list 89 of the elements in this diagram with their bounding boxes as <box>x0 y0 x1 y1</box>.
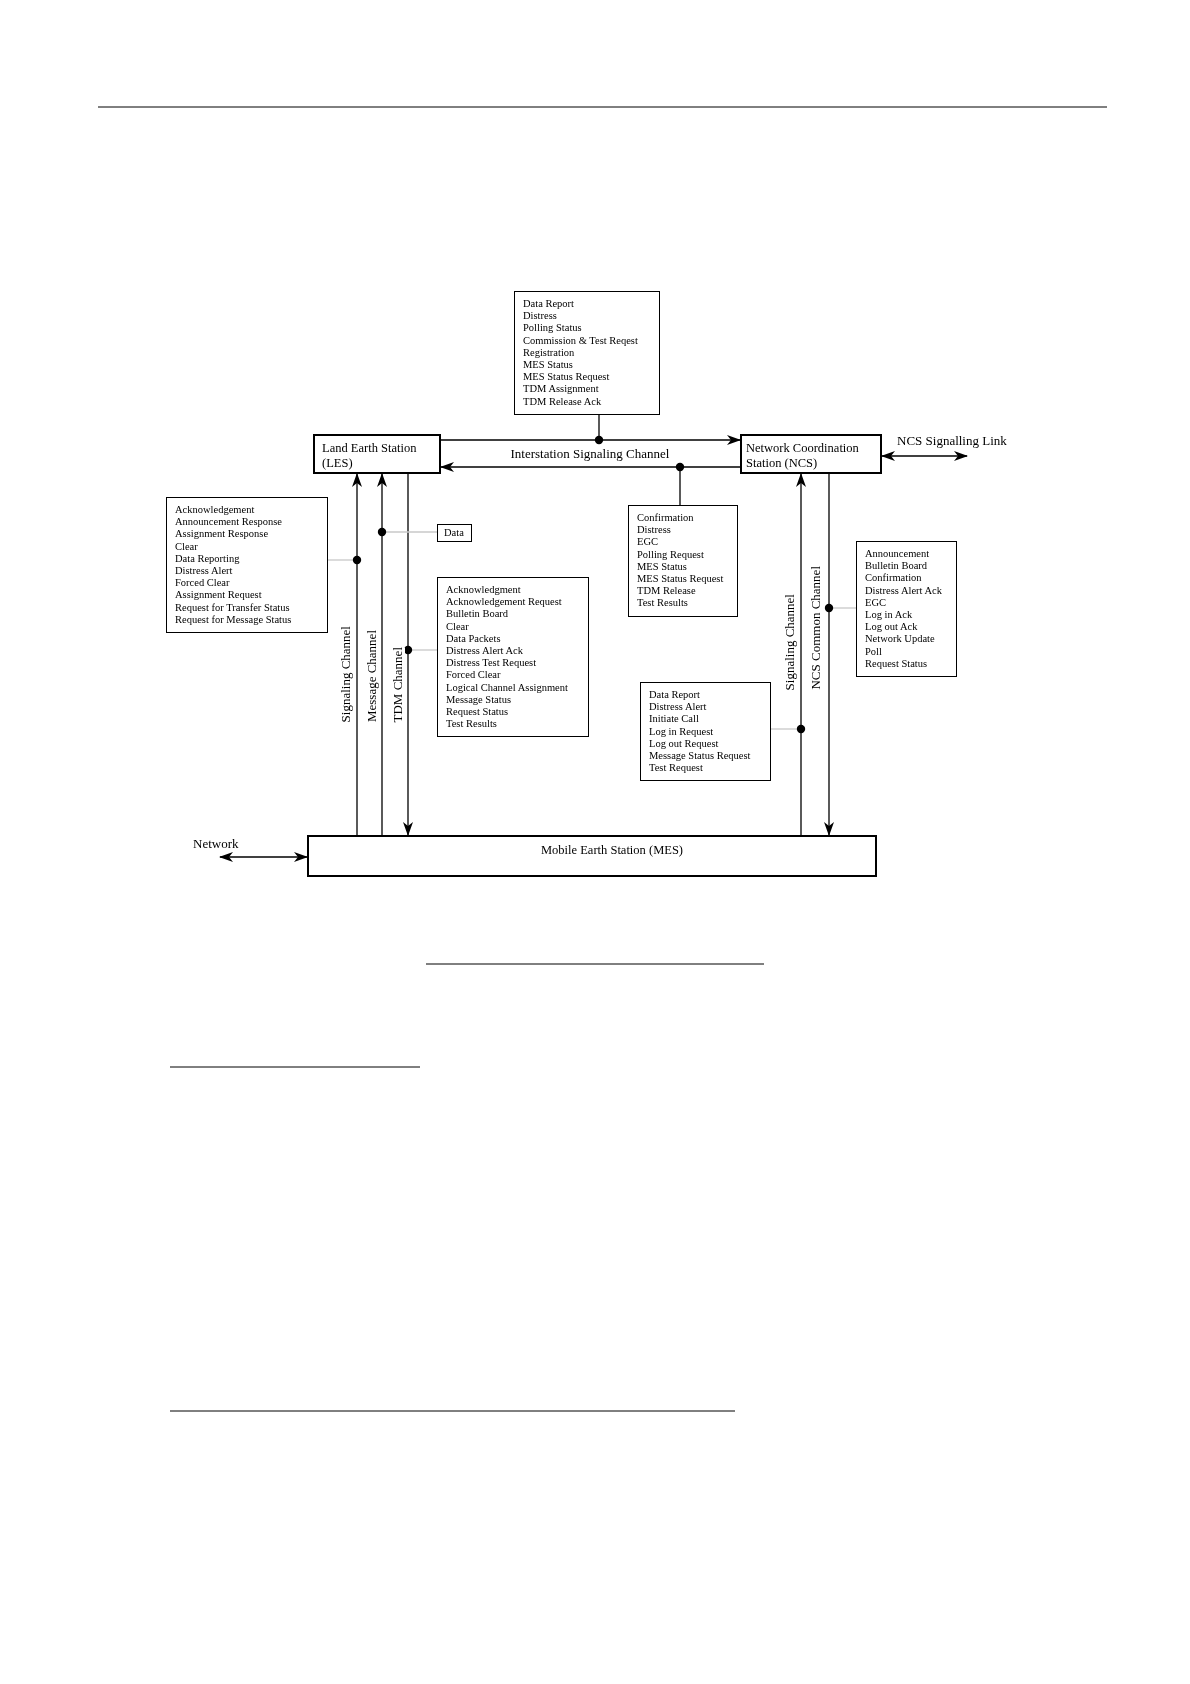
leader-line <box>675 462 685 506</box>
message-type: Distress Alert <box>175 565 234 578</box>
message-type: Poll <box>865 645 883 658</box>
arrow <box>881 451 968 461</box>
message-type: Logical Channel Assignment <box>446 681 569 694</box>
message-type: Data Packets <box>446 632 502 645</box>
message-list-box <box>166 497 328 634</box>
message-type: Request Status <box>446 706 510 719</box>
message-type: Request Status <box>865 657 929 671</box>
message-type: Polling Request <box>637 548 705 561</box>
message-type: Distress <box>637 524 672 537</box>
message-type: Acknowledgement <box>175 504 256 517</box>
message-type: Announcement Response <box>175 516 284 529</box>
station-box <box>740 434 882 474</box>
message-list-box <box>514 291 660 415</box>
edge-label: NCS Signalling Link <box>897 433 1007 448</box>
message-type: Forced Clear <box>446 669 502 682</box>
message-type: Polling Status <box>523 322 583 335</box>
message-type: Data Report <box>523 298 576 311</box>
message-type: Forced Clear <box>175 577 231 590</box>
arrow <box>403 473 413 836</box>
leader-line <box>824 603 857 613</box>
message-type: MES Status Request <box>523 371 611 384</box>
edge-label: Network <box>193 836 239 851</box>
message-type: Test Results <box>446 718 498 731</box>
message-type: Initiate Call <box>649 713 700 726</box>
station-box <box>313 434 441 474</box>
message-type: Assignment Response <box>175 528 270 541</box>
message-type: TDM Release Ack <box>523 395 603 408</box>
message-type: MES Status <box>523 359 574 372</box>
message-type: Confirmation <box>637 512 695 525</box>
message-type: Log in Ack <box>865 609 914 622</box>
message-list-box <box>437 577 589 738</box>
message-type: Bulletin Board <box>865 560 929 573</box>
message-type: Request for Message Status <box>175 613 293 627</box>
message-type: Test Request <box>649 762 704 775</box>
message-type: Data <box>444 527 465 540</box>
message-list-box <box>856 541 957 678</box>
message-type: TDM Release <box>637 585 697 598</box>
message-type: Acknowledgement Request <box>446 596 563 609</box>
station-name: Land Earth Station (LES) <box>322 441 418 471</box>
message-type: Distress Test Request <box>446 657 538 670</box>
message-type: Log out Request <box>649 737 720 750</box>
message-type: Clear <box>446 620 470 633</box>
leader-line <box>403 645 438 655</box>
message-type: EGC <box>865 596 887 609</box>
message-type: Test Results <box>637 597 689 610</box>
message-type: Data Report <box>649 689 702 702</box>
message-type: Assignment Request <box>175 589 263 602</box>
leader-line <box>594 414 604 445</box>
message-type: EGC <box>637 536 659 549</box>
message-type: Message Status Request <box>649 750 752 763</box>
message-type: Distress Alert Ack <box>446 645 524 658</box>
leader-line <box>377 527 438 537</box>
message-type: Announcement <box>865 548 931 561</box>
message-type: Log in Request <box>649 725 715 738</box>
message-list-box <box>640 682 771 782</box>
leader-line <box>327 555 362 565</box>
message-list-box <box>628 505 738 617</box>
message-type: Network Update <box>865 633 936 646</box>
arrow <box>440 462 741 472</box>
message-type: Clear <box>175 540 199 553</box>
station-name: Network Coordination Station (NCS) <box>746 441 860 471</box>
message-type: TDM Assignment <box>523 383 600 396</box>
message-type: Log out Ack <box>865 621 919 634</box>
message-type: Confirmation <box>865 572 923 585</box>
message-type: Bulletin Board <box>446 608 510 621</box>
message-type: Acknowledgment <box>446 584 522 597</box>
leader-line <box>770 724 806 734</box>
message-type: Distress Alert <box>649 701 708 714</box>
arrow <box>352 473 362 836</box>
message-type: Distress <box>523 310 558 323</box>
message-type: MES Status <box>637 560 688 573</box>
message-type: Registration <box>523 346 576 359</box>
arrow <box>824 473 834 836</box>
arrow <box>377 473 387 836</box>
message-type: Request for Transfer Status <box>175 601 291 614</box>
message-type: Message Status <box>446 693 513 707</box>
message-list-box <box>437 524 472 543</box>
message-type: MES Status Request <box>637 573 725 586</box>
arrow <box>440 435 741 445</box>
edge-label: Interstation Signaling Channel <box>510 446 670 461</box>
message-type: Commission & Test Reqest <box>523 334 639 347</box>
message-type: Data Reporting <box>175 552 241 565</box>
station-box <box>307 835 877 877</box>
message-type: Distress Alert Ack <box>865 584 943 597</box>
station-name: Mobile Earth Station (MES) <box>541 843 684 858</box>
arrow <box>796 473 806 836</box>
arrow <box>219 852 308 862</box>
